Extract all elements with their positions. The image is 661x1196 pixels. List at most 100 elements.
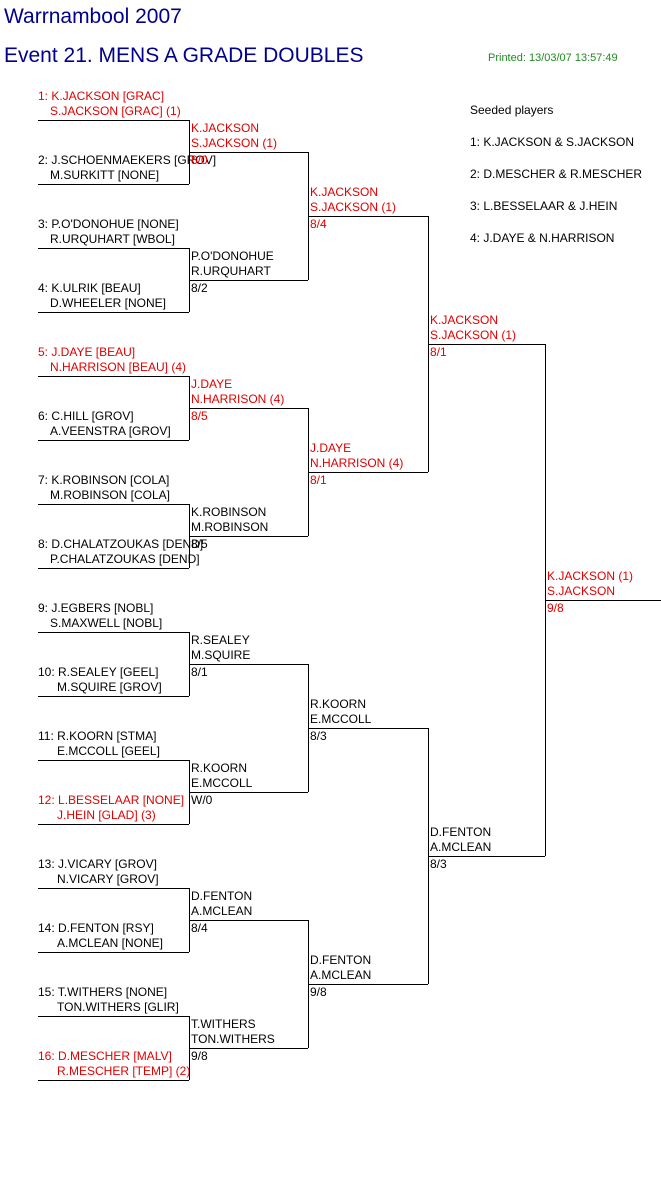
player-line-1: K.JACKSON: [310, 185, 379, 199]
player-line-2: N.VICARY [GROV]: [57, 872, 159, 886]
match-score: 8/5: [191, 409, 208, 423]
match-score: 8/3: [430, 857, 447, 871]
final-entry: K.JACKSON (1)S.JACKSON: [547, 569, 633, 599]
player-line-1: 8: D.CHALATZOUKAS [DEND]: [38, 537, 204, 551]
player-line-1: P.O'DONOHUE: [191, 249, 274, 263]
bracket-line: [38, 504, 189, 505]
player-line-1: 1: K.JACKSON [GRAC]: [38, 89, 165, 103]
match-score: 8/2: [191, 281, 208, 295]
player-line-1: K.ROBINSON: [191, 505, 267, 519]
player-line-1: D.FENTON: [191, 889, 253, 903]
player-line-2: R.URQUHART [WBOL]: [50, 232, 175, 246]
bracket-line: [38, 440, 189, 441]
bracket-line: [38, 376, 189, 377]
match-score: 9/8: [191, 1049, 208, 1063]
player-line-2: TON.WITHERS: [191, 1032, 275, 1046]
player-line-2: S.JACKSON (1): [191, 136, 278, 150]
player-line-2: E.MCCOLL: [191, 776, 253, 790]
player-line-2: S.JACKSON [GRAC] (1): [50, 104, 181, 118]
bracket-line: [189, 280, 308, 281]
bracket-line: [38, 312, 189, 313]
bracket-line: [189, 536, 308, 537]
player-line-1: 4: K.ULRIK [BEAU]: [38, 281, 141, 295]
player-line-1: K.JACKSON: [430, 313, 499, 327]
bracket-line: [189, 920, 308, 921]
player-line-2: A.MCLEAN [NONE]: [57, 936, 164, 950]
tournament-title: Warrnambool 2007: [4, 5, 182, 28]
match-score: 8/1: [191, 665, 208, 679]
bracket-line: [308, 984, 428, 985]
seed-item: 1: K.JACKSON & S.JACKSON: [470, 135, 635, 149]
bracket-line: [38, 952, 189, 953]
match-score: 8/3: [310, 729, 327, 743]
player-line-1: J.DAYE: [310, 441, 352, 455]
player-line-2: S.JACKSON (1): [310, 200, 397, 214]
player-line-2: M.ROBINSON [COLA]: [50, 488, 171, 502]
round1-entry: 10: R.SEALEY [GEEL]M.SQUIRE [GROV]: [38, 665, 162, 695]
player-line-2: N.HARRISON [BEAU] (4): [50, 360, 187, 374]
player-line-2: N.HARRISON (4): [191, 392, 285, 406]
player-line-1: K.JACKSON: [191, 121, 260, 135]
player-line-1: 12: L.BESSELAAR [NONE]: [38, 793, 185, 807]
round1-entry: 9: J.EGBERS [NOBL]S.MAXWELL [NOBL]: [38, 601, 162, 631]
round1-entry: 14: D.FENTON [RSY]A.MCLEAN [NONE]: [38, 921, 163, 951]
printed-timestamp: Printed: 13/03/07 13:57:49: [488, 52, 618, 64]
player-line-2: E.MCCOLL: [310, 712, 372, 726]
bracket-line: [38, 632, 189, 633]
bracket-line: [38, 120, 189, 121]
match-score: 8/4: [191, 921, 208, 935]
match-score: 8/1: [310, 473, 327, 487]
player-line-1: 11: R.KOORN [STMA]: [38, 729, 157, 743]
player-line-2: S.MAXWELL [NOBL]: [50, 616, 163, 630]
bracket-line: [308, 216, 428, 217]
player-line-2: M.SURKITT [NONE]: [50, 168, 160, 182]
match-score: 8/1: [430, 345, 447, 359]
player-line-2: R.URQUHART: [191, 264, 271, 278]
round1-entry: 16: D.MESCHER [MALV]R.MESCHER [TEMP] (2): [38, 1049, 190, 1079]
match-score: 8/5: [191, 537, 208, 551]
player-line-2: A.MCLEAN: [430, 840, 492, 854]
round1-entry: 12: L.BESSELAAR [NONE]J.HEIN [GLAD] (3): [38, 793, 184, 823]
player-line-1: 14: D.FENTON [RSY]: [38, 921, 154, 935]
player-line-2: S.JACKSON: [547, 584, 616, 598]
player-line-1: 6: C.HILL [GROV]: [38, 409, 134, 423]
player-line-1: 13: J.VICARY [GROV]: [38, 857, 157, 871]
round1-entry: 6: C.HILL [GROV]A.VEENSTRA [GROV]: [38, 409, 171, 439]
player-line-1: 7: K.ROBINSON [COLA]: [38, 473, 170, 487]
round1-entry: 7: K.ROBINSON [COLA]M.ROBINSON [COLA]: [38, 473, 170, 503]
player-line-1: 2: J.SCHOENMAEKERS [GROV]: [38, 153, 217, 167]
player-line-2: A.MCLEAN: [191, 904, 253, 918]
bracket-line: [308, 472, 428, 473]
player-line-1: 16: D.MESCHER [MALV]: [38, 1049, 172, 1063]
seeded-players-title: Seeded players: [470, 103, 554, 117]
event-title: Event 21. MENS A GRADE DOUBLES: [4, 44, 364, 67]
match-score: W/0: [191, 793, 213, 807]
bracket-line: [38, 568, 189, 569]
bracket-line: [38, 760, 189, 761]
bracket-line: [38, 184, 189, 185]
bracket-line: [38, 1016, 189, 1017]
player-line-2: D.WHEELER [NONE]: [50, 296, 167, 310]
player-line-2: N.HARRISON (4): [310, 456, 404, 470]
player-line-2: M.SQUIRE: [191, 648, 251, 662]
player-line-1: D.FENTON: [310, 953, 372, 967]
player-line-2: S.JACKSON (1): [430, 328, 517, 342]
player-line-2: M.SQUIRE [GROV]: [57, 680, 162, 694]
player-line-1: 10: R.SEALEY [GEEL]: [38, 665, 159, 679]
round1-entry: 8: D.CHALATZOUKAS [DEND]P.CHALATZOUKAS […: [38, 537, 203, 567]
player-line-2: R.MESCHER [TEMP] (2): [57, 1064, 191, 1078]
bracket-line: [38, 696, 189, 697]
bracket-line: [428, 856, 545, 857]
bracket-line: [545, 600, 661, 601]
player-line-2: A.MCLEAN: [310, 968, 372, 982]
